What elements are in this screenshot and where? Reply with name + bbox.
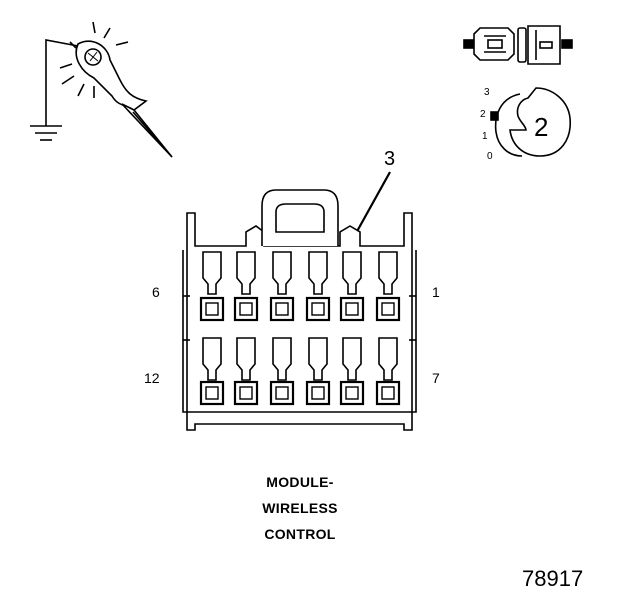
terminal-cavity-inner bbox=[381, 302, 395, 316]
key-selected-position: 2 bbox=[534, 112, 549, 142]
terminal-latch bbox=[342, 337, 362, 381]
terminal-latch bbox=[272, 251, 292, 295]
pin-label-1: 1 bbox=[432, 284, 440, 300]
figure-number: 78917 bbox=[522, 566, 584, 591]
pin-label-7: 7 bbox=[432, 370, 440, 386]
key-position-2: 2 bbox=[480, 109, 486, 120]
key-position-0: 0 bbox=[487, 151, 493, 162]
terminal-latch bbox=[378, 337, 398, 381]
terminal-latch bbox=[308, 337, 328, 381]
terminal-latch bbox=[202, 251, 222, 295]
terminal-latch bbox=[202, 337, 222, 381]
terminal-cavity-inner bbox=[345, 386, 359, 400]
test-light-probe-icon bbox=[30, 21, 173, 158]
caption-line-2: WIRELESS bbox=[262, 500, 338, 516]
terminal-latch bbox=[342, 251, 362, 295]
terminal-latch bbox=[236, 251, 256, 295]
terminal-cavity-inner bbox=[205, 386, 219, 400]
caption-line-1: MODULE- bbox=[266, 474, 334, 490]
pin-label-6: 6 bbox=[152, 284, 160, 300]
terminal-cavity-inner bbox=[381, 386, 395, 400]
terminal-cavity-inner bbox=[311, 386, 325, 400]
terminal-cavity-inner bbox=[275, 386, 289, 400]
terminal-latch bbox=[272, 337, 292, 381]
terminal-latch bbox=[378, 251, 398, 295]
key-position-1: 1 bbox=[482, 131, 488, 142]
terminal-cavity-inner bbox=[275, 302, 289, 316]
terminal-cavity-inner bbox=[205, 302, 219, 316]
terminal-cavity-inner bbox=[311, 302, 325, 316]
terminal-latch bbox=[236, 337, 256, 381]
terminal-cavity-inner bbox=[239, 386, 253, 400]
terminal-cavity-inner bbox=[345, 302, 359, 316]
key-position-3: 3 bbox=[484, 87, 490, 98]
connector-plug-icon bbox=[463, 25, 573, 65]
terminal-cavities bbox=[199, 251, 401, 406]
caption-line-3: CONTROL bbox=[264, 526, 336, 542]
pin-label-12: 12 bbox=[144, 370, 160, 386]
terminal-latch bbox=[308, 251, 328, 295]
callout-number: 3 bbox=[384, 148, 396, 170]
terminal-cavity-inner bbox=[239, 302, 253, 316]
ignition-switch-icon bbox=[490, 87, 571, 157]
